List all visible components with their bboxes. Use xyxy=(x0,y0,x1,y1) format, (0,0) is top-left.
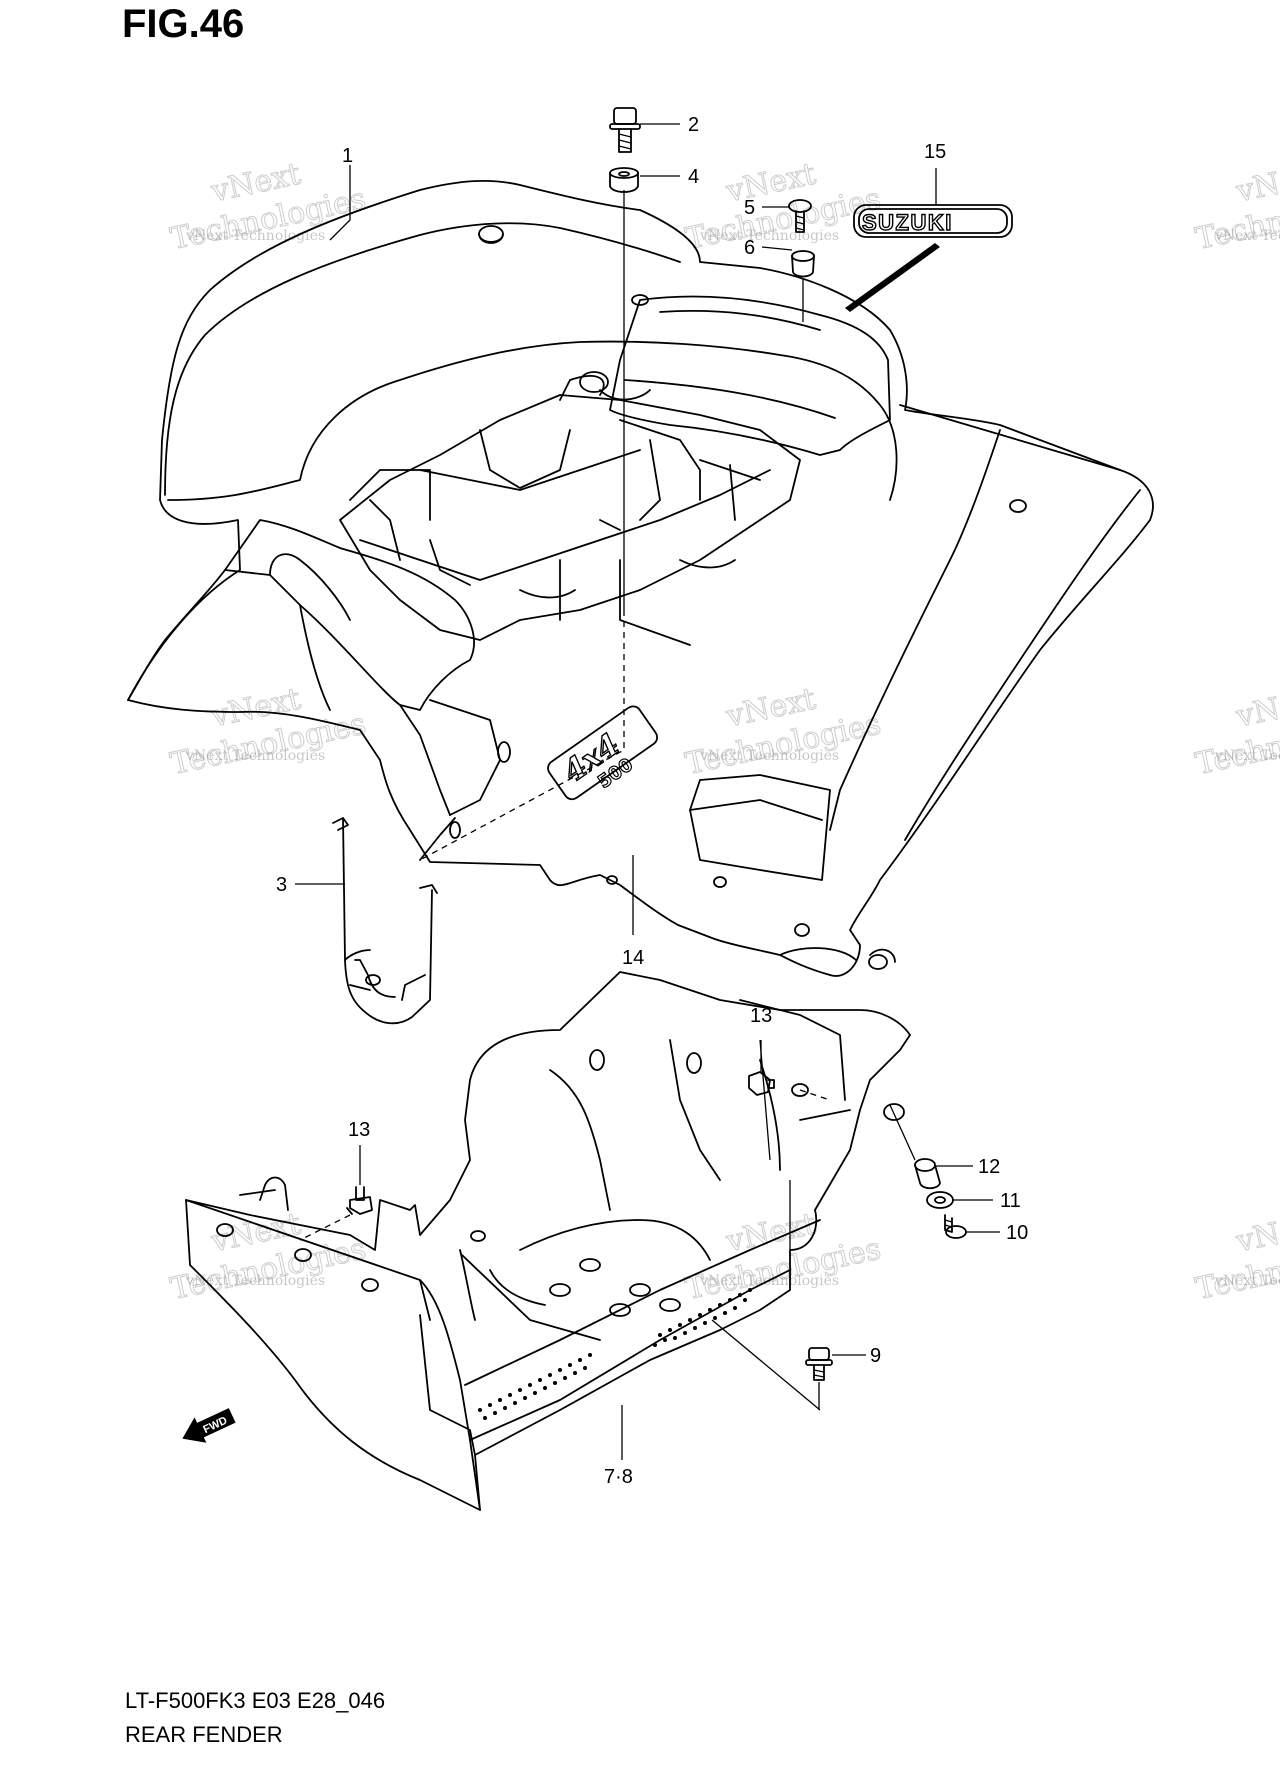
bolt-2 xyxy=(609,107,641,153)
callout-labels: 1 2 3 4 5 6 7·8 9 10 11 12 13 13 14 15 xyxy=(276,114,1028,1488)
figure-title: FIG.46 xyxy=(122,2,245,46)
callout-12: 12 xyxy=(978,1156,1000,1178)
watermark-small: vNext Technologies xyxy=(185,228,325,244)
callout-1: 1 xyxy=(342,145,353,167)
nut-6 xyxy=(791,250,815,278)
screw-10 xyxy=(944,1214,967,1239)
callout-14: 14 xyxy=(622,947,644,969)
watermark-small: vNext Technologies xyxy=(699,748,839,764)
watermark-small: vNext Technologies xyxy=(699,228,839,244)
fwd-label: FWD xyxy=(201,1415,229,1436)
callout-15: 15 xyxy=(924,141,946,163)
callout-5: 5 xyxy=(744,197,755,219)
figure-caption: REAR FENDER xyxy=(125,1722,283,1747)
watermark-group: vNext Technologies vNext Technologies vN… xyxy=(167,156,1280,1307)
suzuki-emblem: SUZUKI xyxy=(845,204,1013,312)
footrest-perforation xyxy=(478,1288,752,1420)
screw-5 xyxy=(788,199,812,233)
watermark-small: vNext Technologies xyxy=(1214,228,1280,244)
callout-4: 4 xyxy=(688,166,699,188)
screw-13-lower xyxy=(346,1186,373,1215)
bolt-9 xyxy=(805,1347,833,1381)
watermark-big-1: vNext xyxy=(1233,682,1280,735)
4x4-500-badge: 4x4 500 xyxy=(547,705,659,801)
callout-9: 9 xyxy=(870,1345,881,1367)
collar-12 xyxy=(914,1158,941,1190)
callout-11: 11 xyxy=(1000,1190,1021,1212)
emblem-placement-arrow xyxy=(845,243,940,312)
callout-3: 3 xyxy=(276,874,287,896)
watermark-small: vNext Technologies xyxy=(1214,1273,1280,1289)
model-code: LT-F500FK3 E03 E28_046 xyxy=(125,1688,386,1713)
watermark-small: vNext Technologies xyxy=(1214,748,1280,764)
cushion-4 xyxy=(609,167,639,193)
watermark-big-1: vNext xyxy=(1233,157,1280,210)
fender-clamp-bracket xyxy=(332,817,438,1025)
callout-13-lower: 13 xyxy=(348,1119,370,1141)
watermark-small: vNext Technologies xyxy=(185,748,325,764)
suzuki-emblem-text: SUZUKI xyxy=(862,210,953,235)
assembly-guide-lines xyxy=(299,190,916,1411)
mud-guard-footrest xyxy=(185,971,911,1511)
rear-fender xyxy=(127,179,1154,977)
callout-13-upper: 13 xyxy=(750,1005,772,1027)
callout-6: 6 xyxy=(744,237,755,259)
washer-11 xyxy=(926,1191,954,1209)
callout-10: 10 xyxy=(1006,1222,1028,1244)
watermark-small: vNext Technologies xyxy=(185,1273,325,1289)
fwd-direction-arrow: FWD xyxy=(182,1408,236,1443)
watermark-big-1: vNext xyxy=(1233,1207,1280,1260)
callout-7-8: 7·8 xyxy=(604,1466,633,1488)
callout-2: 2 xyxy=(688,114,699,136)
screw-13-upper xyxy=(748,1071,809,1097)
